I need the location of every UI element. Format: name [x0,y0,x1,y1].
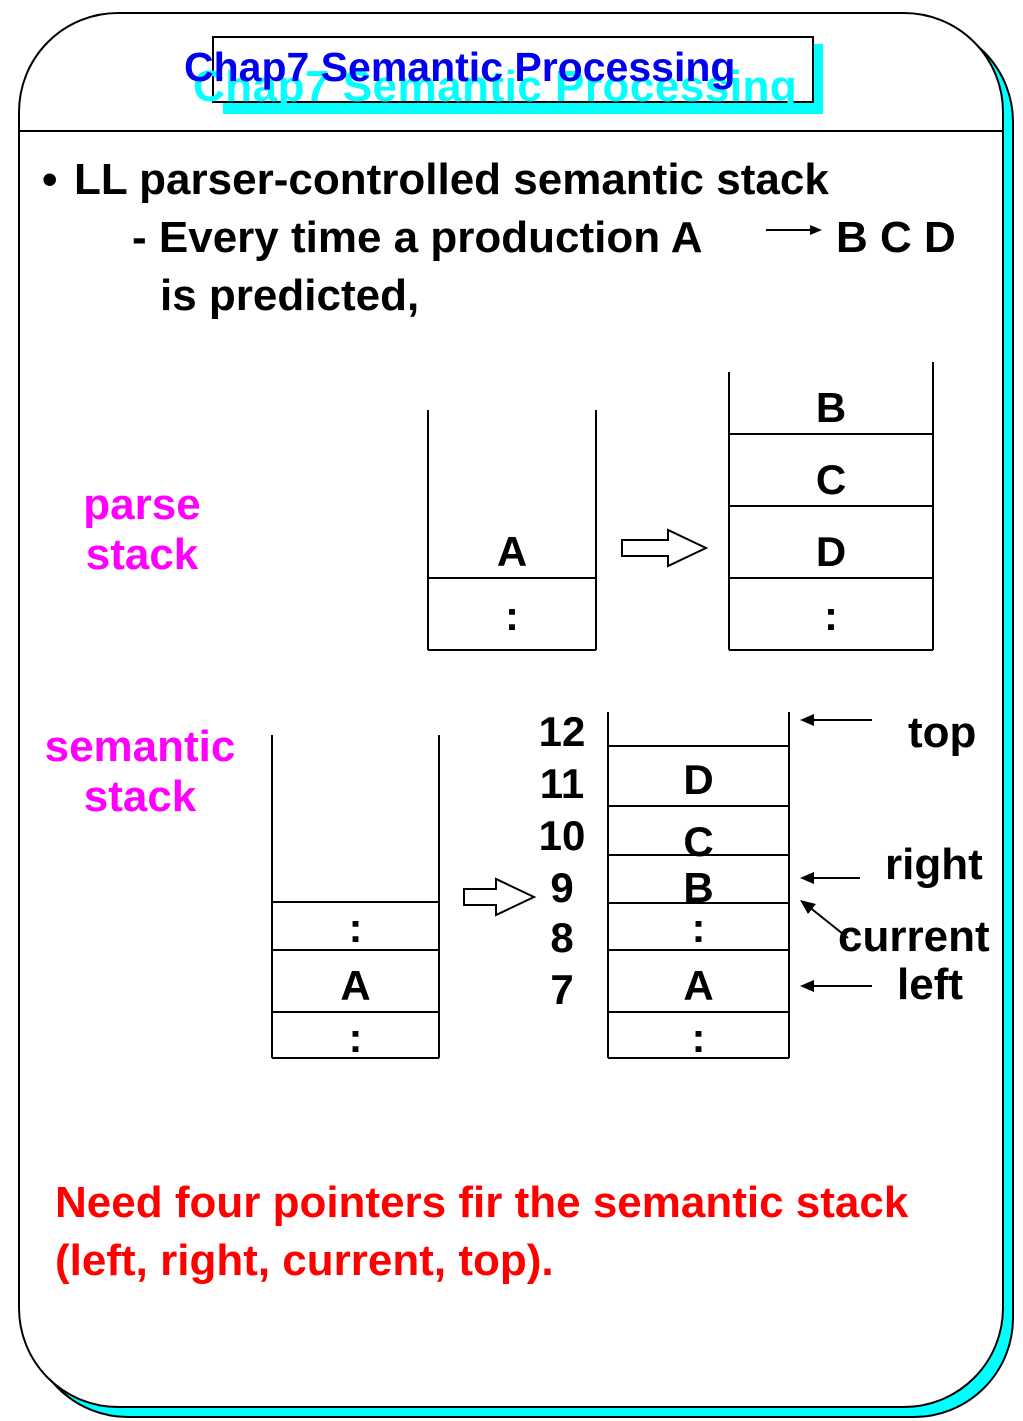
index-12: 12 [538,708,586,755]
parse-after-cell-ellipsis: : [824,592,838,639]
parse-before-cell-a: A [496,528,528,575]
semantic-before-cell-a: A [340,962,371,1009]
production-arrow [766,225,822,235]
pointer-label-current: current [838,912,990,961]
bullet-line-2-prefix: - Every time a production A [132,213,703,262]
slide-title: Chap7 Semantic Processing [184,44,736,90]
bullet-line-1: LL parser-controlled semantic stack [74,155,829,204]
index-8: 8 [550,914,574,961]
parse-stack-label: parse stack [62,480,222,580]
semantic-transition-arrow [463,877,537,917]
parse-stack-before [427,410,597,651]
bullet-line-3: is predicted, [160,271,420,320]
parse-stack-label-line-2: stack [85,530,199,579]
parse-after-cell-c: C [815,456,847,503]
slide-frame [18,12,1004,1408]
semantic-stack-before [271,735,440,1059]
bullet-line-2-suffix: B C D [836,213,956,262]
note-line-2: (left, right, current, top). [55,1236,554,1285]
semantic-before-cell-ellipsis-bottom: : [348,1014,363,1061]
right-pointer-arrow [800,872,860,884]
index-11: 11 [539,760,585,807]
semantic-before-cell-ellipsis-top: : [348,904,363,951]
left-pointer-arrow [800,980,872,992]
top-pointer-arrow [800,714,872,726]
index-7: 7 [550,966,574,1013]
parse-stack-label-line-1: parse [83,480,201,529]
pointer-label-left: left [897,960,963,1009]
semantic-after-cell-c: C [683,818,714,865]
title-ghost-text: Chap7 Semantic Processing [193,62,798,111]
bullet-marker: • [42,155,58,204]
parse-after-cell-b: B [815,384,847,431]
current-pointer-arrow [800,900,849,939]
title-box [212,36,814,103]
semantic-after-cell-ellipsis-bottom: : [691,1014,706,1061]
parse-before-cell-ellipsis: : [505,592,519,639]
parse-stack-after [728,362,934,651]
semantic-stack-after [607,712,790,1059]
semantic-after-cell-d: D [683,756,714,803]
pointer-label-top: top [908,708,977,757]
semantic-stack-label-line-2: stack [83,772,197,821]
semantic-after-cell-b: B [683,864,714,911]
parse-after-cell-d: D [815,528,847,575]
semantic-stack-label-line-1: semantic [44,722,236,771]
header-divider [18,130,1004,132]
semantic-after-cell-a: A [683,962,714,1009]
note-line-1: Need four pointers fir the semantic stac… [55,1178,909,1227]
index-10: 10 [538,812,586,859]
index-9: 9 [550,864,574,911]
parse-transition-arrow [621,528,709,568]
semantic-stack-label: semantic stack [30,722,250,822]
semantic-after-cell-ellipsis-mid: : [691,904,706,951]
pointer-label-right: right [885,840,983,889]
